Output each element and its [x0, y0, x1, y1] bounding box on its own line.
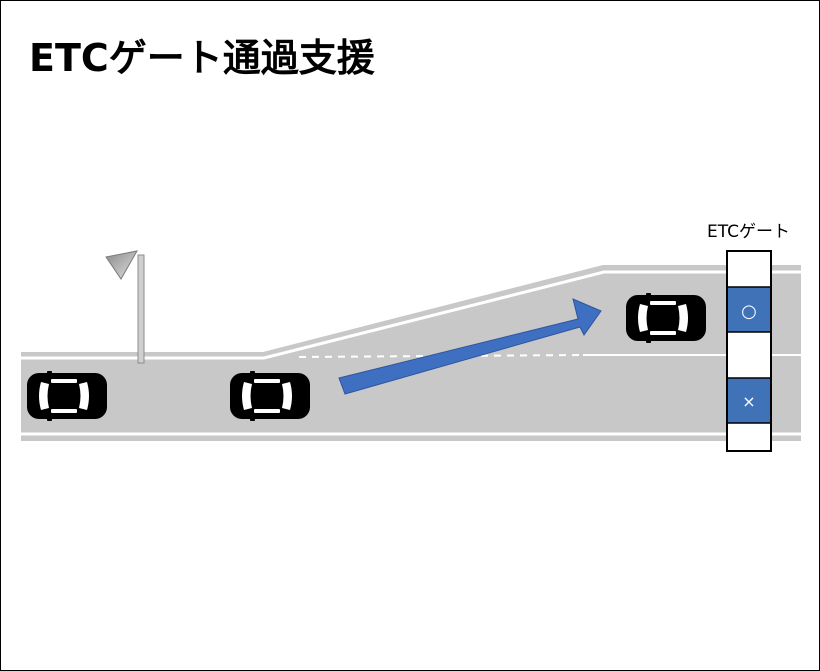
gate-label: ETCゲート: [707, 222, 790, 242]
road-surface: [21, 265, 801, 441]
gate-symbol-closed: ×: [742, 392, 755, 411]
gate-lane-upper: [728, 287, 770, 332]
gate-symbol-open: ○: [741, 301, 757, 322]
direction-arrow-icon: [338, 298, 602, 395]
green-car-upper: [626, 293, 706, 343]
lane-divider-dashed: [298, 354, 584, 358]
green-car-lower: [230, 371, 310, 421]
sign-flag-icon: [105, 250, 138, 280]
gate-lane-lower: [728, 378, 770, 423]
red-car: [27, 371, 107, 421]
sign-pole: [137, 254, 145, 364]
page-title: ETCゲート通過支援: [29, 36, 375, 80]
